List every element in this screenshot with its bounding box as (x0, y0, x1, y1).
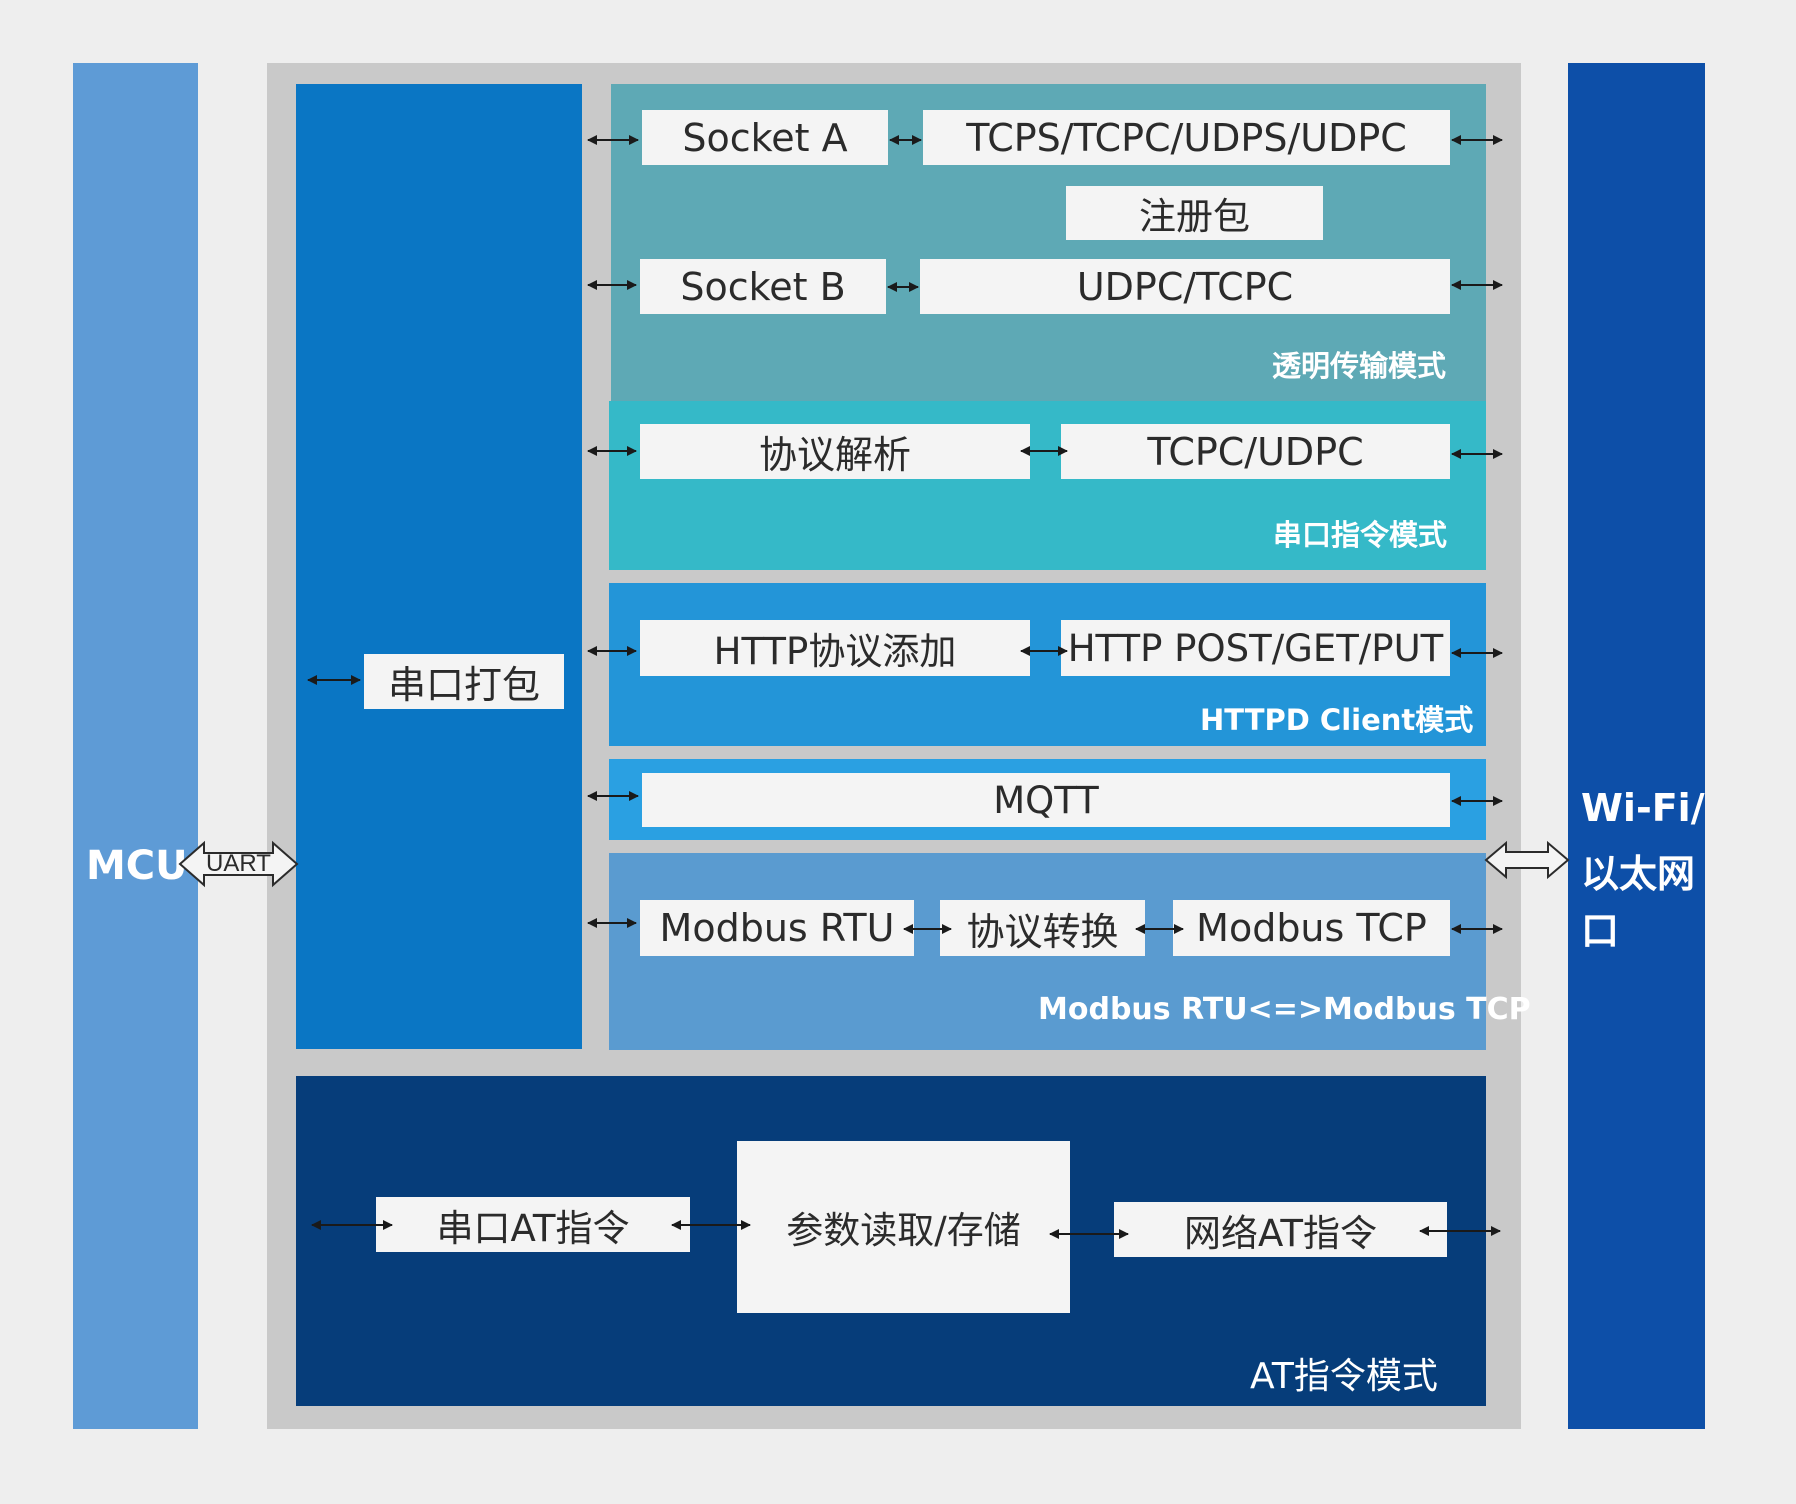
socket-a-box: Socket A (642, 110, 888, 165)
mcu-label: MCU (86, 843, 188, 889)
serial-packing-block (296, 84, 582, 1049)
uart-double-arrow (178, 840, 299, 888)
serial-command-protocols-box: TCPC/UDPC (1061, 424, 1450, 479)
transparent-mode-label: 透明传输模式 (1272, 349, 1447, 383)
protocol-convert-box: 协议转换 (940, 900, 1145, 956)
modbus-mode-label: Modbus RTU<=>Modbus TCP (1038, 992, 1531, 1027)
param-read-store-box: 参数读取/存储 (737, 1141, 1070, 1313)
network-label-line1: Wi-Fi/ (1581, 786, 1705, 830)
network-double-arrow (1484, 840, 1570, 880)
http-protocol-add-box: HTTP协议添加 (640, 620, 1030, 676)
mcu-block (73, 63, 198, 1429)
socket-b-box: Socket B (640, 259, 886, 314)
network-label-line2: 以太网 (1581, 852, 1696, 896)
at-command-mode-label: AT指令模式 (1250, 1356, 1438, 1397)
modbus-tcp-box: Modbus TCP (1173, 900, 1450, 956)
mqtt-box: MQTT (642, 773, 1450, 827)
protocol-parse-box: 协议解析 (640, 424, 1030, 479)
socket-a-protocols-box: TCPS/TCPC/UDPS/UDPC (923, 110, 1450, 165)
serial-at-command-box: 串口AT指令 (376, 1197, 690, 1252)
network-label-line3: 口 (1581, 909, 1620, 953)
network-block (1568, 63, 1705, 1429)
uart-label: UART (206, 850, 271, 877)
modbus-rtu-box: Modbus RTU (640, 900, 914, 956)
serial-packing-box: 串口打包 (364, 654, 564, 709)
registration-packet-box: 注册包 (1066, 186, 1323, 240)
http-methods-box: HTTP POST/GET/PUT (1061, 620, 1450, 676)
serial-command-mode-label: 串口指令模式 (1273, 518, 1448, 552)
network-at-command-box: 网络AT指令 (1114, 1202, 1447, 1257)
socket-b-protocols-box: UDPC/TCPC (920, 259, 1450, 314)
httpd-client-mode-label: HTTPD Client模式 (1200, 703, 1474, 737)
